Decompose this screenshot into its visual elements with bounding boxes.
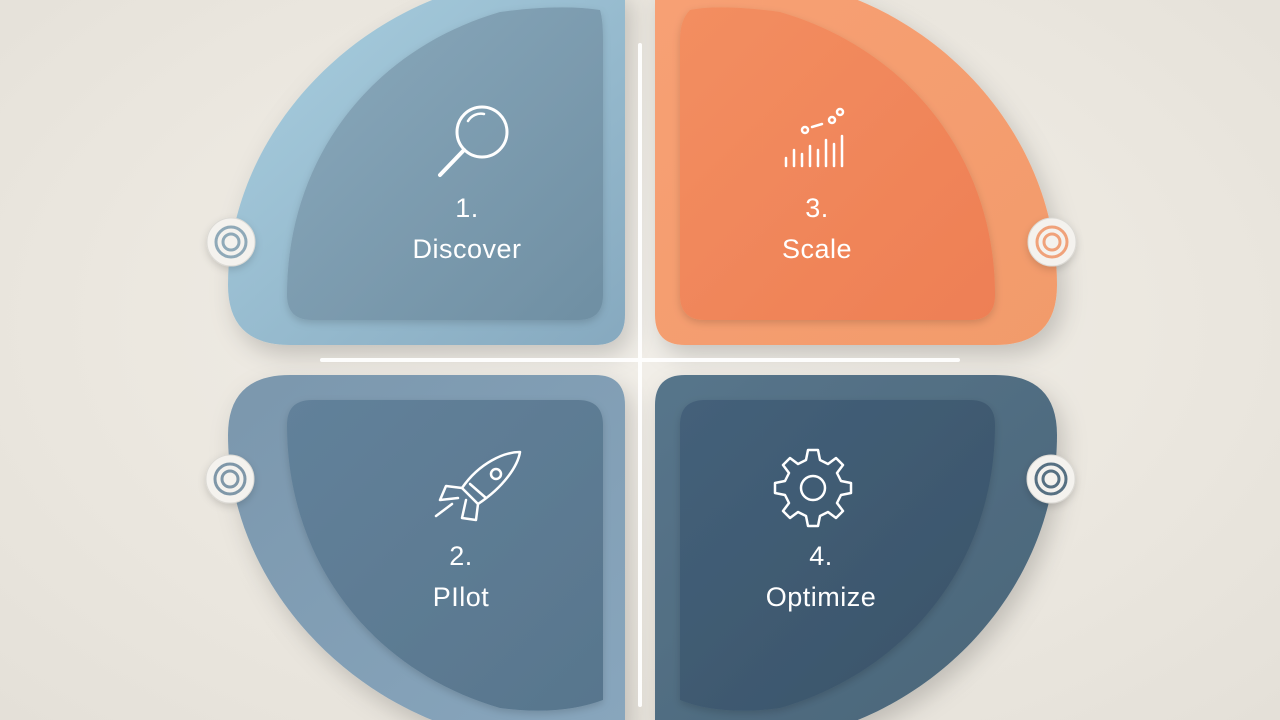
gear-icon — [773, 448, 853, 528]
target-ring-icon — [206, 217, 256, 267]
target-ring-icon — [1026, 454, 1076, 504]
quadrant-pilot[interactable] — [228, 375, 625, 720]
step-scale-label-group: 3. Scale — [667, 195, 967, 263]
step-discover-label-group: 1. Discover — [317, 195, 617, 263]
quadrant-scale[interactable] — [655, 0, 1057, 345]
step-label: Discover — [412, 234, 522, 264]
bar-chart-icon — [784, 107, 845, 168]
pilot-inner-shape — [287, 400, 603, 711]
step-number: 4. — [809, 541, 833, 571]
rocket-icon — [434, 450, 522, 522]
magnifier-icon — [438, 105, 509, 177]
quadrant-optimize[interactable] — [655, 375, 1057, 720]
discover-inner-shape — [287, 7, 603, 321]
step-label: PIlot — [432, 582, 490, 612]
step-label: Optimize — [765, 582, 877, 612]
step-pilot-label-group: 2. PIlot — [311, 543, 611, 611]
target-ring-icon — [1027, 217, 1077, 267]
step-label: Scale — [781, 234, 853, 264]
step-number: 1. — [455, 193, 479, 223]
quadrant-discover[interactable] — [228, 0, 625, 345]
target-ring-icon — [205, 454, 255, 504]
step-optimize-label-group: 4. Optimize — [671, 543, 971, 611]
scale-inner-shape — [680, 7, 995, 321]
step-number: 3. — [805, 193, 829, 223]
step-number: 2. — [449, 541, 473, 571]
optimize-inner-shape — [680, 400, 995, 711]
